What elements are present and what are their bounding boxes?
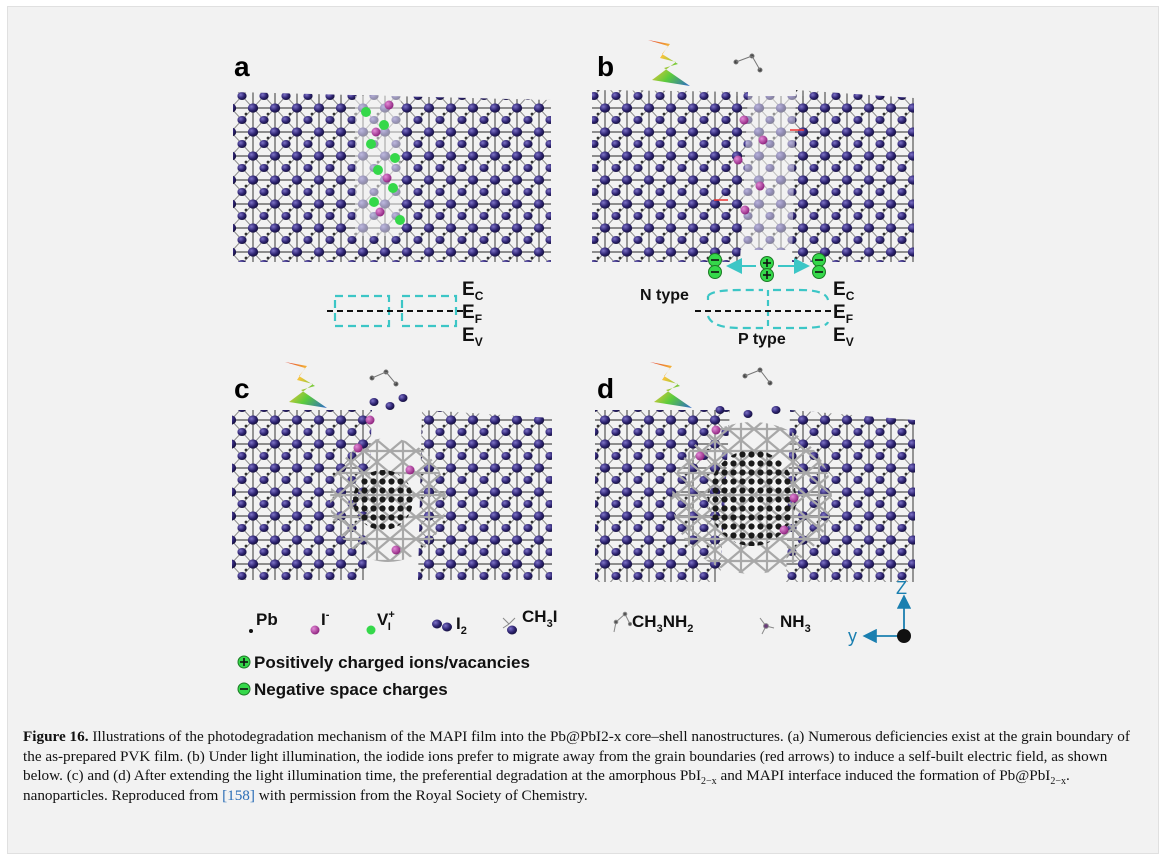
panel-label-d: d bbox=[597, 373, 614, 404]
grain-boundary-b bbox=[712, 53, 808, 250]
svg-text:CH3NH2: CH3NH2 bbox=[632, 612, 693, 635]
svg-text:EV: EV bbox=[462, 325, 483, 349]
svg-text:EF: EF bbox=[833, 302, 853, 326]
figure-illustration: a EC EF EV b bbox=[232, 40, 915, 699]
legend-ch3i: CH3I bbox=[502, 607, 557, 635]
legend-vacancy: V+I bbox=[366, 609, 395, 635]
band-diagram-b: N type P type EC EF EV bbox=[640, 279, 855, 349]
caption-sub-1: 2−x bbox=[701, 776, 717, 788]
panel-d: d bbox=[595, 362, 915, 582]
lattice-c-left bbox=[232, 410, 372, 580]
legend-pb: Pb bbox=[249, 610, 278, 633]
axis-indicator: Z y bbox=[848, 578, 912, 646]
figure-frame bbox=[7, 6, 1159, 854]
figure-caption: Figure 16. Illustrations of the photodeg… bbox=[23, 727, 1143, 805]
legend-positive: Positively charged ions/vacancies bbox=[237, 653, 530, 672]
caption-sub-2: 2−x bbox=[1050, 776, 1066, 788]
svg-text:Positively charged ions/vacanc: Positively charged ions/vacancies bbox=[254, 653, 530, 672]
svg-text:I-: I- bbox=[321, 609, 330, 629]
caption-text-1: Illustrations of the photodegradation me… bbox=[23, 728, 1130, 785]
p-type-label: P type bbox=[738, 331, 786, 348]
space-charges-b bbox=[708, 253, 826, 282]
lightning-icon bbox=[650, 362, 692, 408]
panel-c: c bbox=[232, 362, 552, 580]
grain-boundary-a bbox=[355, 96, 405, 236]
panel-b: b bbox=[592, 40, 914, 282]
legend-iodide: I- bbox=[310, 609, 330, 635]
svg-text:CH3I: CH3I bbox=[522, 607, 557, 630]
panel-label-c: c bbox=[234, 373, 250, 404]
lattice-b-right bbox=[792, 90, 914, 262]
svg-text:Pb: Pb bbox=[256, 610, 278, 629]
legend-nh3: NH3 bbox=[759, 612, 811, 635]
panel-label-b: b bbox=[597, 51, 614, 82]
svg-text:Negative space charges: Negative space charges bbox=[254, 680, 448, 699]
band-diagram-a: EC EF EV bbox=[327, 279, 484, 349]
reference-link[interactable]: [158] bbox=[222, 786, 255, 804]
caption-text-2: and MAPI interface induced the formation… bbox=[716, 767, 1051, 785]
panel-label-a: a bbox=[234, 51, 250, 82]
lattice-c-right bbox=[418, 410, 552, 580]
svg-text:EC: EC bbox=[833, 279, 855, 303]
svg-text:I2: I2 bbox=[456, 614, 467, 637]
panel-a: a bbox=[233, 51, 551, 262]
caption-text-4: with permission from the Royal Society o… bbox=[254, 786, 588, 804]
n-type-label: N type bbox=[640, 287, 689, 304]
caption-text-3: . nanoparticles. Reproduced from bbox=[23, 767, 1070, 804]
svg-text:EF: EF bbox=[462, 302, 482, 326]
svg-text:EV: EV bbox=[833, 325, 854, 349]
axis-z-label: Z bbox=[896, 578, 907, 598]
svg-text:V+I: V+I bbox=[377, 609, 395, 633]
legend: Pb I- V+I I2 CH3I CH3NH2 bbox=[237, 607, 811, 699]
core-shell-d bbox=[672, 367, 832, 574]
caption-label: Figure 16. bbox=[23, 728, 89, 745]
svg-text:NH3: NH3 bbox=[780, 612, 811, 635]
lightning-icon bbox=[648, 40, 690, 86]
legend-i2: I2 bbox=[432, 614, 467, 637]
legend-negative: Negative space charges bbox=[237, 680, 448, 699]
svg-text:EC: EC bbox=[462, 279, 484, 303]
core-shell-c bbox=[330, 369, 446, 562]
legend-ch3nh2: CH3NH2 bbox=[613, 611, 693, 635]
lattice-b-left bbox=[592, 90, 748, 262]
lightning-icon bbox=[285, 362, 327, 408]
axis-y-label: y bbox=[848, 626, 857, 646]
